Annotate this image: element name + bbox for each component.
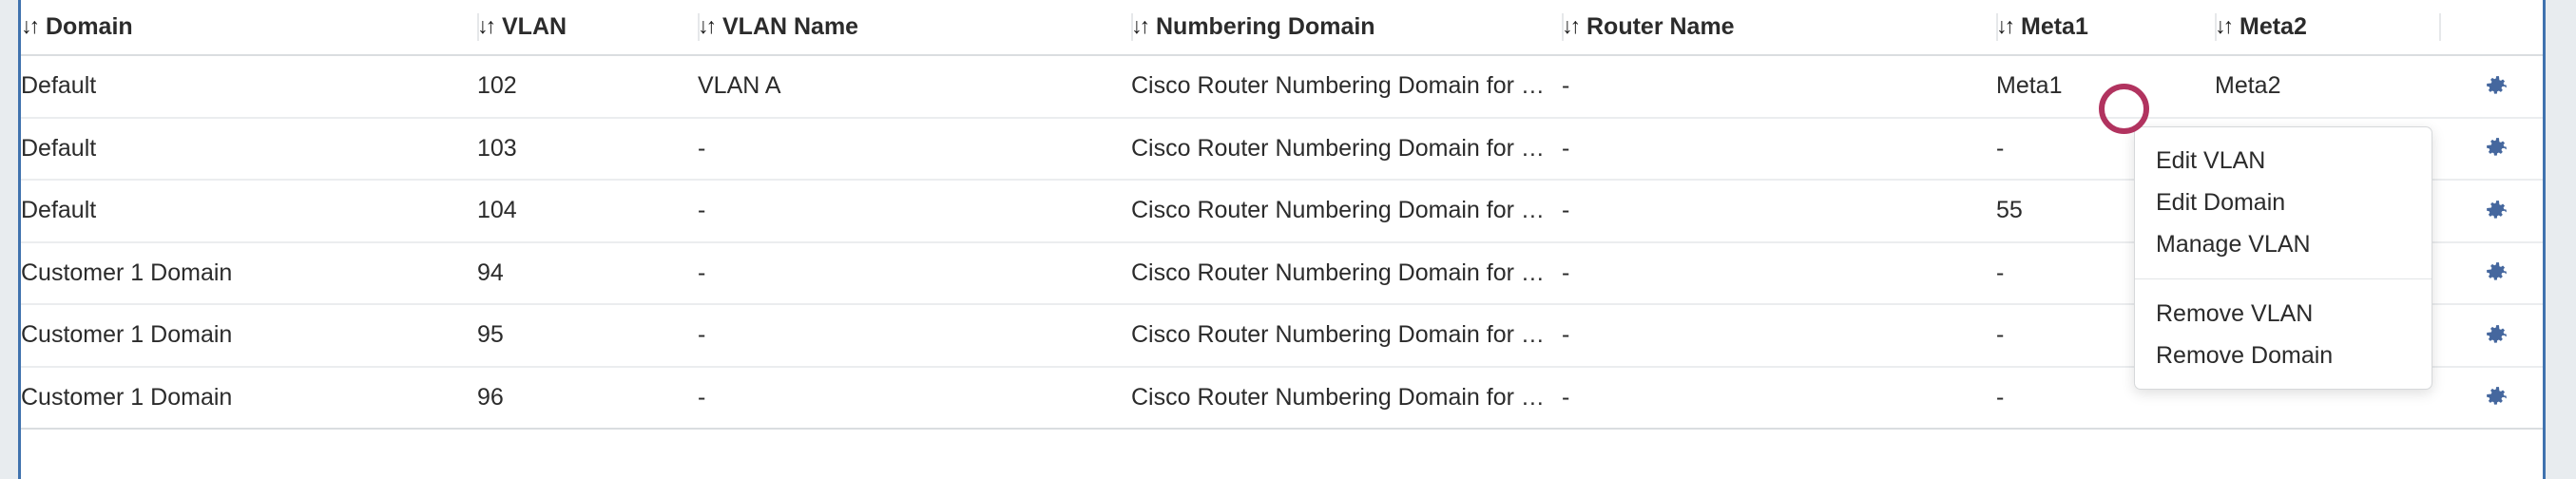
cell-numbering-domain: Cisco Router Numbering Domain for … [1131, 304, 1562, 368]
cell-vlan: 95 [477, 304, 698, 368]
row-actions-button[interactable] [2439, 323, 2543, 348]
cell-numbering-domain: Cisco Router Numbering Domain for … [1131, 241, 1562, 305]
cell-router-name: - [1562, 366, 1996, 430]
column-header-vlan[interactable]: ↓↑VLAN [477, 0, 698, 56]
row-actions-button[interactable] [2439, 199, 2543, 223]
row-actions-button[interactable] [2439, 136, 2543, 161]
cell-vlan-name: - [698, 241, 1131, 305]
cell-numbering-domain: Cisco Router Numbering Domain for … [1131, 180, 1562, 243]
gear-icon[interactable] [2485, 136, 2543, 161]
cell-numbering-domain: Cisco Router Numbering Domain for … [1131, 366, 1562, 430]
sort-updown-icon: ↓↑ [698, 13, 717, 38]
cell-actions [2439, 241, 2543, 305]
column-header-label: VLAN [502, 13, 567, 40]
cell-vlan-name: - [698, 304, 1131, 368]
column-header-meta2[interactable]: ↓↑Meta2 [2215, 0, 2439, 56]
column-header-label: Domain [46, 13, 133, 40]
menu-item-remove-domain[interactable]: Remove Domain [2156, 342, 2334, 369]
column-header-domain[interactable]: ↓↑Domain [21, 0, 477, 56]
cell-vlan-name: - [698, 180, 1131, 243]
sort-updown-icon: ↓↑ [21, 13, 40, 38]
cell-vlan: 102 [477, 55, 698, 119]
cell-numbering-domain: Cisco Router Numbering Domain for … [1131, 117, 1562, 181]
cell-router-name: - [1562, 180, 1996, 243]
sort-updown-icon: ↓↑ [1996, 13, 2015, 38]
cell-vlan-name: - [698, 117, 1131, 181]
sort-updown-icon: ↓↑ [1562, 13, 1581, 38]
cell-numbering-domain: Cisco Router Numbering Domain for … [1131, 55, 1562, 119]
column-header-vlan-name[interactable]: ↓↑VLAN Name [698, 0, 1131, 56]
column-header-label: VLAN Name [722, 13, 859, 40]
column-header-meta1[interactable]: ↓↑Meta1 [1996, 0, 2215, 56]
cell-actions [2439, 55, 2543, 119]
cell-actions [2439, 366, 2543, 430]
menu-item-edit-domain[interactable]: Edit Domain [2156, 189, 2286, 216]
cell-domain: Customer 1 Domain [21, 366, 477, 430]
column-header-label: Router Name [1586, 13, 1735, 40]
menu-item-manage-vlan[interactable]: Manage VLAN [2156, 231, 2311, 258]
cell-vlan: 96 [477, 366, 698, 430]
cell-domain: Customer 1 Domain [21, 304, 477, 368]
column-header-numbering-domain[interactable]: ↓↑Numbering Domain [1131, 0, 1562, 56]
cell-router-name: - [1562, 117, 1996, 181]
column-header-label: Meta2 [2240, 13, 2307, 40]
cell-vlan-name: - [698, 366, 1131, 430]
column-header-router-name[interactable]: ↓↑Router Name [1562, 0, 1996, 56]
cell-router-name: - [1562, 304, 1996, 368]
gear-icon[interactable] [2485, 260, 2543, 285]
cell-router-name: - [1562, 241, 1996, 305]
column-header-actions [2439, 0, 2543, 56]
cell-vlan-name: VLAN A [698, 55, 1131, 119]
gear-icon[interactable] [2485, 385, 2543, 410]
gear-icon[interactable] [2485, 323, 2543, 348]
menu-separator [2135, 278, 2432, 279]
sort-updown-icon: ↓↑ [2215, 13, 2234, 38]
column-header-label: Numbering Domain [1156, 13, 1375, 40]
cell-vlan: 103 [477, 117, 698, 181]
row-actions-button[interactable] [2439, 385, 2543, 410]
cell-actions [2439, 304, 2543, 368]
vlan-table: ↓↑Domain ↓↑VLAN ↓↑VLAN Name ↓↑Numbering … [21, 0, 2543, 430]
cell-domain: Default [21, 117, 477, 181]
cell-domain: Customer 1 Domain [21, 241, 477, 305]
cell-meta1: Meta1 [1996, 55, 2215, 119]
content-panel: ↓↑Domain ↓↑VLAN ↓↑VLAN Name ↓↑Numbering … [18, 0, 2546, 479]
menu-item-remove-vlan[interactable]: Remove VLAN [2156, 300, 2314, 327]
cell-domain: Default [21, 55, 477, 119]
column-header-label: Meta1 [2021, 13, 2088, 40]
menu-item-edit-vlan[interactable]: Edit VLAN [2156, 147, 2266, 174]
header-row: ↓↑Domain ↓↑VLAN ↓↑VLAN Name ↓↑Numbering … [21, 0, 2543, 56]
cell-meta2: Meta2 [2215, 55, 2439, 119]
cell-vlan: 104 [477, 180, 698, 243]
cell-vlan: 94 [477, 241, 698, 305]
row-actions-button[interactable] [2439, 74, 2543, 99]
cell-domain: Default [21, 180, 477, 243]
gear-icon[interactable] [2485, 74, 2543, 99]
cell-router-name: - [1562, 55, 1996, 119]
cell-actions [2439, 180, 2543, 243]
sort-updown-icon: ↓↑ [477, 13, 496, 38]
row-actions-button[interactable] [2439, 260, 2543, 285]
gear-icon[interactable] [2485, 199, 2543, 223]
table-header: ↓↑Domain ↓↑VLAN ↓↑VLAN Name ↓↑Numbering … [21, 0, 2543, 56]
sort-updown-icon: ↓↑ [1131, 13, 1150, 38]
cell-actions [2439, 117, 2543, 181]
